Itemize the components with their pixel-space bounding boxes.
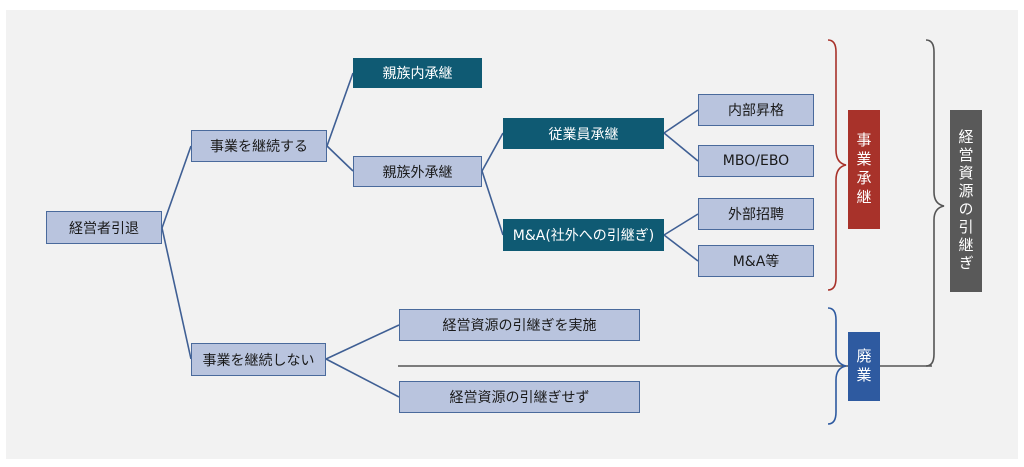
connector-root-continue xyxy=(161,145,192,229)
label-business-succession: 事業承継 xyxy=(848,110,880,229)
connector-employee-mbo xyxy=(663,132,699,162)
node-employee: 従業員承継 xyxy=(503,118,664,149)
node-non-family: 親族外承継 xyxy=(353,156,482,187)
node-not-continue: 事業を継続しない xyxy=(191,343,326,376)
connector-employee-internal xyxy=(663,109,699,134)
succession-brace xyxy=(827,39,847,291)
connector-not-continue-transfer xyxy=(325,324,400,360)
connector-ma-external xyxy=(663,213,699,236)
connector-ma-etc xyxy=(663,234,699,262)
label-resource-transfer: 経営資源の引継ぎ xyxy=(950,110,982,292)
connector-nonfamily-employee xyxy=(481,132,504,172)
connector-not-continue-no-transfer xyxy=(325,358,400,398)
node-family: 親族内承継 xyxy=(353,58,482,88)
node-continue: 事業を継続する xyxy=(191,130,327,162)
connector-continue-nonfamily xyxy=(326,145,354,172)
label-closure: 廃業 xyxy=(848,332,880,401)
node-mbo-ebo: MBO/EBO xyxy=(698,145,814,177)
closure-brace xyxy=(827,307,847,425)
node-transfer-resources: 経営資源の引継ぎを実施 xyxy=(399,309,640,341)
node-root: 経営者引退 xyxy=(46,211,162,244)
connector-root-not-continue xyxy=(161,227,192,360)
connector-continue-family xyxy=(326,72,354,147)
node-external-hire: 外部招聘 xyxy=(698,198,814,230)
node-ma-etc: M&A等 xyxy=(698,245,814,277)
node-no-transfer: 経営資源の引継ぎせず xyxy=(399,381,640,413)
connector-nonfamily-ma xyxy=(481,170,504,236)
resource-brace xyxy=(925,39,945,367)
node-internal-promotion: 内部昇格 xyxy=(698,94,814,126)
node-ma-external: M&A(社外への引継ぎ) xyxy=(503,219,664,251)
